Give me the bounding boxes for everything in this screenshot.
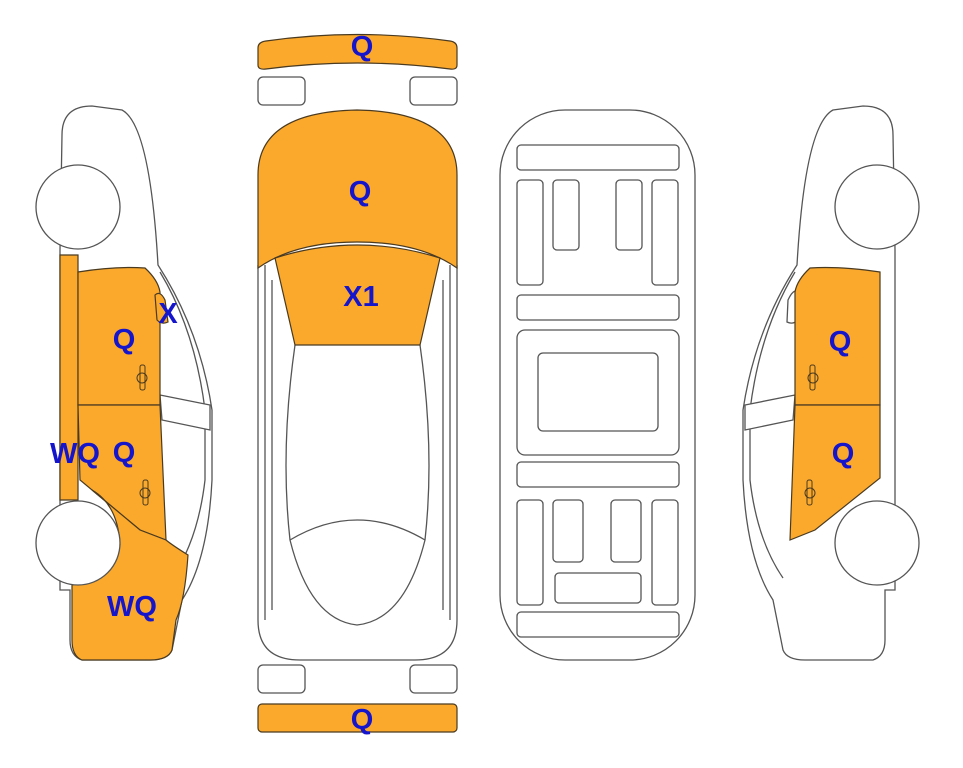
right-rear-wheel	[834, 164, 920, 250]
top-side-left	[264, 265, 273, 620]
underside-view	[499, 109, 696, 661]
label-left-rear-door: Q	[113, 324, 136, 356]
windshield	[289, 519, 426, 541]
underside-panel	[516, 611, 680, 638]
rear-light-right	[409, 76, 458, 106]
front-bumper[interactable]	[257, 703, 458, 733]
label-trunk: Q	[349, 176, 372, 208]
left-rear-quarter-window[interactable]	[154, 292, 169, 324]
rear-light-left	[257, 76, 306, 106]
front-light-right	[409, 664, 458, 694]
label-left-rocker: WQ	[50, 438, 100, 470]
underside-panel	[516, 499, 544, 606]
right-front-door-handle	[804, 479, 816, 506]
trunk-lid[interactable]	[257, 109, 458, 270]
front-light-left	[257, 664, 306, 694]
left-mirror	[159, 394, 211, 431]
underside-panel	[516, 144, 680, 171]
label-right-front-door: Q	[832, 438, 855, 470]
underside-panel	[610, 499, 642, 563]
rear-bumper[interactable]	[257, 33, 458, 70]
label-left-front-door: Q	[113, 437, 136, 469]
left-rear-wheel	[35, 164, 121, 250]
underside-panel	[516, 461, 680, 488]
top-side-right	[442, 265, 451, 620]
underside-panel	[615, 179, 643, 251]
label-rear-bumper: Q	[351, 31, 374, 63]
underside-panel	[516, 294, 680, 321]
underside-panel	[516, 179, 544, 286]
label-left-front-fender: WQ	[107, 591, 157, 623]
underside-panel	[651, 179, 679, 286]
right-rear-door[interactable]	[794, 266, 881, 406]
left-rear-door-handle	[136, 364, 148, 391]
left-side-view	[35, 105, 213, 661]
label-right-rear-door: Q	[829, 326, 852, 358]
right-rear-door-handle	[807, 364, 819, 391]
underside-panel	[552, 179, 580, 251]
right-side-view	[742, 105, 920, 661]
underside-center-panel	[537, 352, 659, 432]
underside-panel	[651, 499, 679, 606]
underside-panel	[552, 499, 584, 563]
right-front-door[interactable]	[789, 404, 881, 541]
rear-window[interactable]	[274, 244, 441, 346]
underside-panel	[554, 572, 642, 604]
left-front-wheel	[35, 500, 121, 586]
top-view	[257, 33, 458, 733]
right-front-wheel	[834, 500, 920, 586]
label-rear-window: X1	[343, 281, 378, 313]
left-rocker-panel[interactable]	[59, 254, 79, 501]
label-left-quarter-window: X	[158, 298, 178, 330]
left-front-door-handle	[139, 479, 151, 506]
right-mirror	[744, 394, 796, 431]
top-cabin-outline	[285, 344, 430, 626]
damage-labels: Q Q X1 Q X Q WQ Q WQ Q Q	[50, 31, 854, 736]
label-front-bumper: Q	[351, 704, 374, 736]
